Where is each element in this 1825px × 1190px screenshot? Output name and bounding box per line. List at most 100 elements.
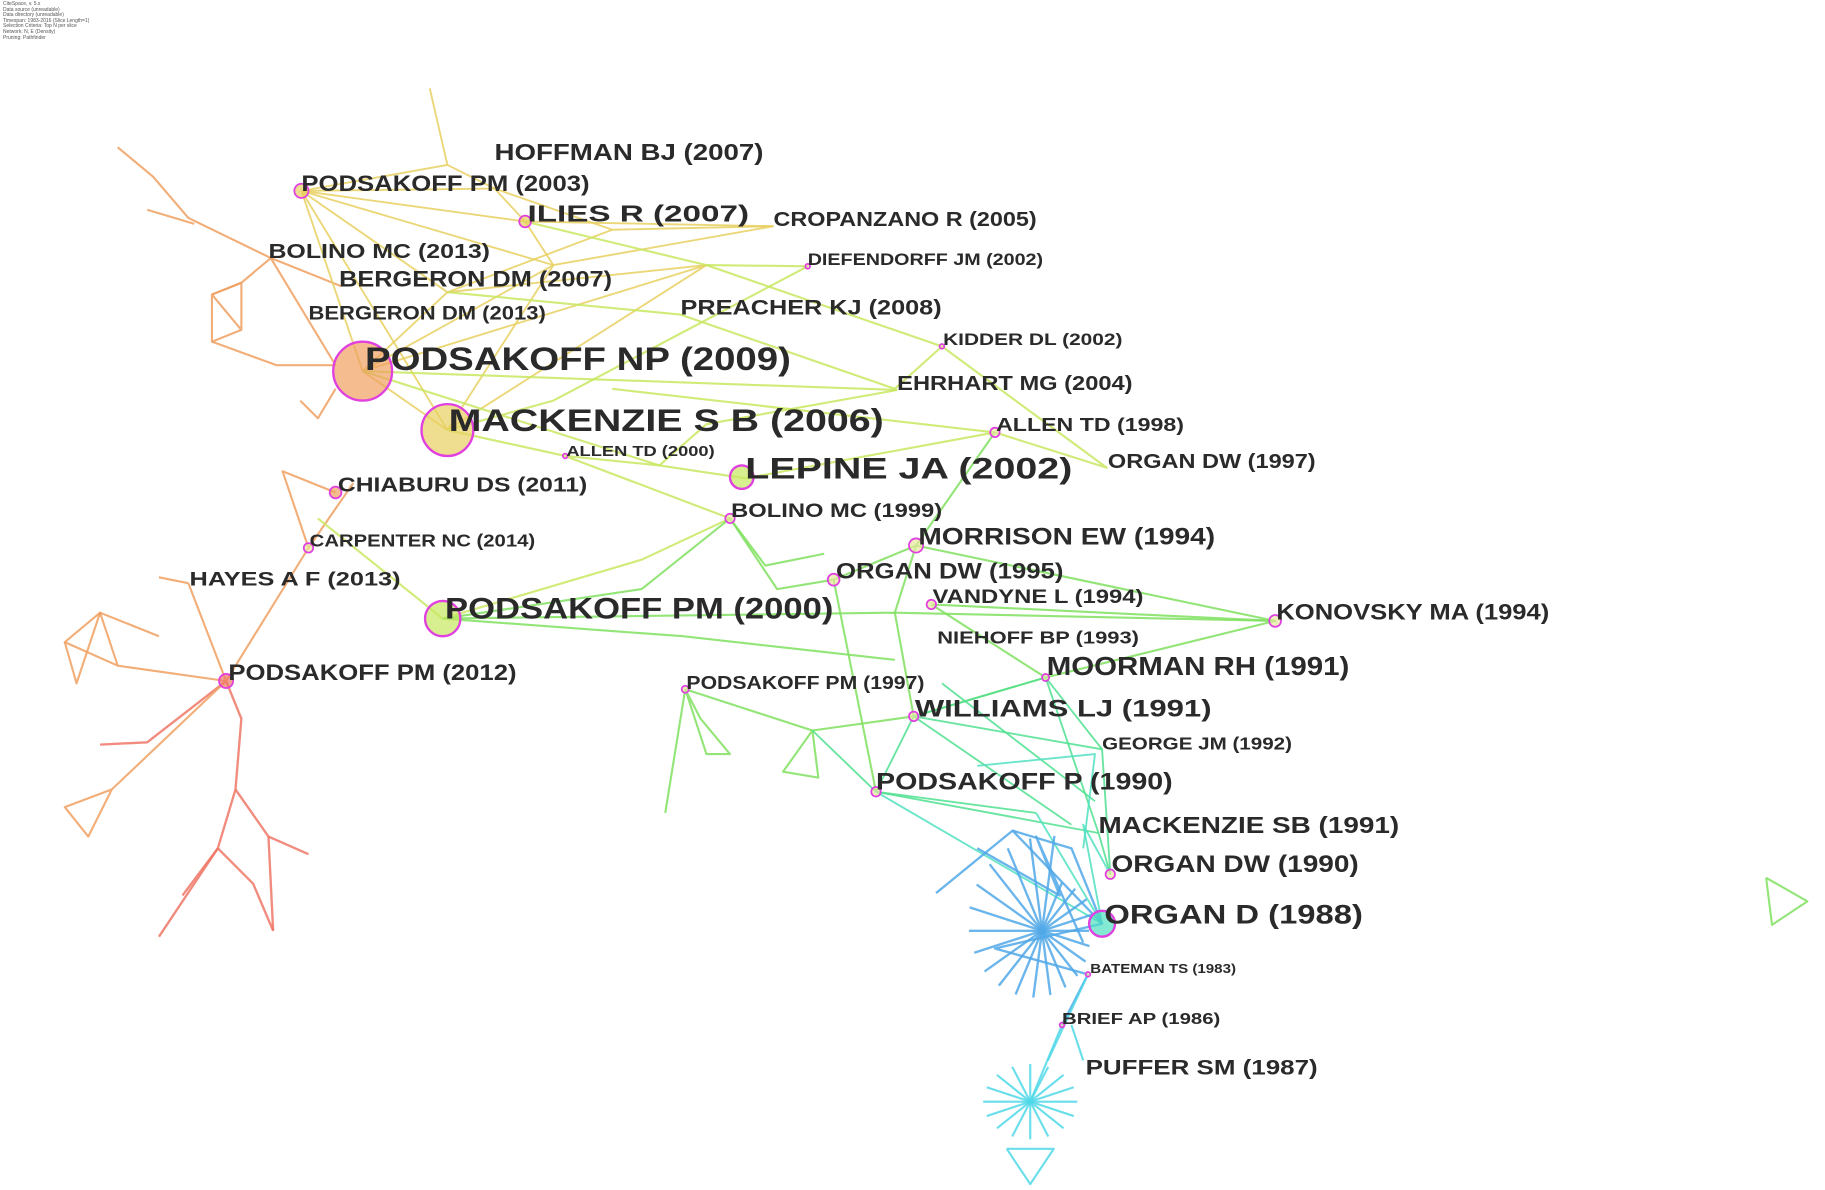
edge [300,190,364,372]
citation-node[interactable] [293,182,310,199]
citation-node[interactable] [1041,673,1050,682]
citation-node[interactable] [328,485,343,500]
edge [269,257,337,366]
node-label[interactable]: BATEMAN TS (1983) [1090,962,1236,976]
network-info-line: Data directory (unreadable) [3,12,64,19]
network-edges [63,88,1809,1186]
node-label[interactable]: GEORGE JM (1992) [1102,733,1292,753]
citation-node[interactable] [1268,614,1282,628]
edge [301,164,448,192]
edge [1765,876,1809,926]
edge [1011,1101,1032,1137]
node-label[interactable]: PUFFER SM (1987) [1086,1056,1318,1080]
citation-node[interactable] [989,426,1001,439]
node-label[interactable]: HOFFMAN BJ (2007) [495,139,764,165]
node-label[interactable]: EHRHART MG (2004) [897,373,1132,395]
node-label[interactable]: PODSAKOFF PM (2003) [301,171,589,196]
citation-node[interactable] [870,786,882,798]
network-info-line: Timespan: 1983-2016 (Slice Length=1) [3,17,90,24]
node-label[interactable]: ILIES R (2007) [527,200,749,226]
node-label[interactable]: NIEHOFF BP (1993) [937,627,1139,647]
citation-node[interactable] [420,402,475,458]
edge [1005,1147,1055,1186]
citation-node[interactable] [1084,971,1092,978]
citation-node[interactable] [1104,868,1116,880]
node-label[interactable]: WILLIAMS LJ (1991) [915,695,1212,722]
edge [301,189,554,267]
node-label[interactable]: ORGAN DW (1990) [1111,851,1358,878]
citation-node[interactable] [680,684,690,694]
edge [684,688,914,732]
edge [446,264,707,431]
edge [1041,929,1090,948]
node-label[interactable]: MACKENZIE SB (1991) [1099,812,1400,838]
citation-node[interactable] [1087,909,1117,938]
edge [447,429,746,480]
edge [781,729,820,779]
citation-node[interactable] [302,542,315,554]
citation-node[interactable] [925,598,937,611]
network-info-line: Pruning: Pathfinder [3,34,46,41]
citation-node[interactable] [218,673,235,689]
node-label[interactable]: PODSAKOFF NP (2009) [365,340,791,377]
edge [299,388,337,420]
citation-node[interactable] [724,512,736,525]
node-label[interactable]: KIDDER DL (2002) [943,331,1122,349]
node-label[interactable]: BOLINO MC (2013) [268,241,490,263]
citation-node[interactable] [332,340,394,402]
node-label[interactable]: CROPANZANO R (2005) [774,209,1037,231]
edge [875,715,1112,875]
edge [745,345,1108,480]
citation-node[interactable] [938,343,946,350]
node-label[interactable]: ORGAN D (1988) [1104,900,1362,930]
edge [1012,829,1104,925]
edge [447,291,896,390]
edge [442,617,895,661]
edge [362,370,898,392]
node-label[interactable]: DIEFENDORFF JM (2002) [808,251,1043,269]
node-label[interactable]: MOORMAN RH (1991) [1047,651,1350,681]
network-info-line: Selection Criteria: Top N per slice [3,23,77,30]
node-label[interactable]: MACKENZIE S B (2006) [449,402,884,438]
citation-node[interactable] [826,572,841,587]
edge [1029,1100,1065,1130]
edge [428,88,449,166]
node-label[interactable]: CARPENTER NC (2014) [310,531,535,551]
citation-node[interactable] [728,464,755,491]
node-label[interactable]: VANDYNE L (1994) [933,587,1144,608]
node-label[interactable]: HAYES A F (2013) [190,570,401,591]
edge [893,545,918,717]
node-label[interactable]: CHIABURU DS (2011) [338,474,587,496]
edge [524,220,808,268]
node-label[interactable]: ORGAN DW (1995) [836,558,1063,583]
citation-node[interactable] [518,214,532,229]
citation-node[interactable] [908,537,924,554]
edge [983,929,1043,973]
node-labels: HOFFMAN BJ (2007) PODSAKOFF PM (2003) ILIE… [190,139,1550,1079]
citation-node[interactable] [804,263,811,270]
node-label[interactable]: KONOVSKY MA (1994) [1276,600,1549,625]
node-label[interactable]: PREACHER KJ (2008) [681,296,942,320]
node-label[interactable]: PODSAKOFF PM (2000) [445,593,833,626]
node-label[interactable]: BRIEF AP (1986) [1062,1011,1220,1028]
node-label[interactable]: ORGAN DW (1997) [1108,451,1316,473]
edge [913,715,1072,826]
citation-node[interactable] [561,452,569,460]
edge [100,680,227,746]
citation-node[interactable] [1058,1021,1066,1029]
edge [986,1086,1031,1103]
node-label[interactable]: PODSAKOFF P (1990) [876,768,1173,795]
node-label[interactable]: PODSAKOFF PM (2012) [228,660,516,685]
node-label[interactable]: ALLEN TD (2000) [566,444,715,460]
node-label[interactable]: ALLEN TD (1998) [996,414,1184,435]
node-label[interactable]: LEPINE JA (2002) [745,452,1072,485]
node-label[interactable]: PODSAKOFF PM (1997) [686,672,924,693]
node-label[interactable]: BERGERON DM (2013) [308,303,545,324]
node-label[interactable]: MORRISON EW (1994) [918,523,1215,550]
node-label[interactable]: BOLINO MC (1999) [731,501,942,522]
node-label[interactable]: BERGERON DM (2007) [339,266,612,291]
citation-node[interactable] [908,710,920,722]
edge [447,265,809,432]
citation-node[interactable] [423,599,462,638]
edge [996,1074,1031,1103]
